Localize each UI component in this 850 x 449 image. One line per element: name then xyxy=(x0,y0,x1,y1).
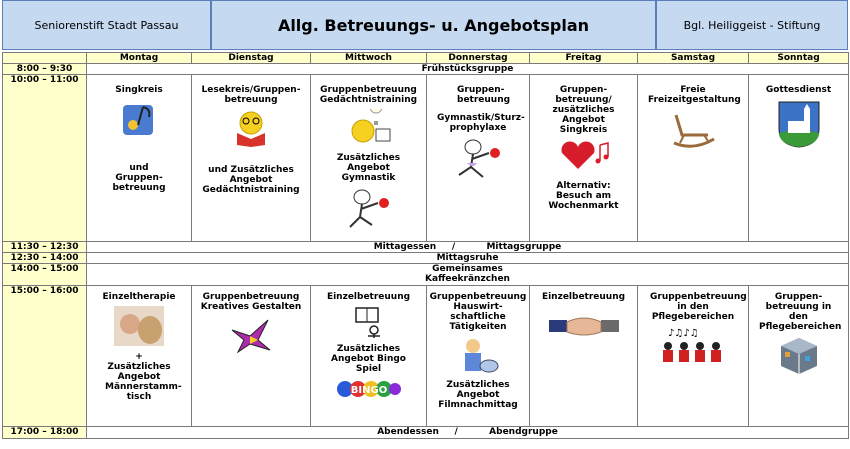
corner-cell xyxy=(2,52,87,64)
time-slot: 11:30 – 12:30 xyxy=(2,241,87,253)
activity-label: Einzeltherapie xyxy=(102,292,176,302)
morning-tuesday: Lesekreis/Gruppen-betreuung und Zusätzli… xyxy=(191,74,311,242)
activity-label: Einzelbetreuung xyxy=(541,292,626,302)
time-slot: 14:00 – 15:00 xyxy=(2,263,87,286)
coffee-group: Gemeinsames Kaffeekränzchen xyxy=(86,263,849,286)
afternoon-tuesday: Gruppenbetreuung Kreatives Gestalten xyxy=(191,285,311,427)
dinner-group: Abendessen / Abendgruppe xyxy=(86,426,849,439)
rocking-chair-icon xyxy=(673,114,715,148)
time-slot: 15:00 – 16:00 xyxy=(2,285,87,427)
handshake-icon xyxy=(548,317,619,336)
activity-label: Gruppen-betreuung xyxy=(457,85,511,105)
row-breakfast: 8:00 – 9:30 Frühstücksgruppe xyxy=(2,63,849,75)
day-thursday: Donnerstag xyxy=(426,52,530,64)
singing-group-icon: ♪♫♪♫ xyxy=(663,328,721,362)
day-tuesday: Dienstag xyxy=(191,52,311,64)
activity-label: Zusätzliches Angebot Gymnastik xyxy=(336,153,401,183)
activity-label: Lesekreis/Gruppen-betreuung xyxy=(201,85,301,105)
day-monday: Montag xyxy=(86,52,192,64)
row-lunch: 11:30 – 12:30 Mittagessen / Mittagsgrupp… xyxy=(2,241,849,253)
gymnastics-figure-icon xyxy=(458,139,500,178)
activity-label: und Gruppen-betreuung xyxy=(112,163,166,193)
heart-music-icon xyxy=(560,141,609,169)
row-coffee: 14:00 – 15:00 Gemeinsames Kaffeekränzche… xyxy=(2,263,849,286)
bingo-word: BINGO xyxy=(350,385,386,396)
activity-label: Zusätzliches Angebot Bingo Spiel xyxy=(331,344,406,374)
header-institution: Seniorenstift Stadt Passau xyxy=(2,0,211,50)
time-slot: 8:00 – 9:30 xyxy=(2,63,87,75)
time-slot: 12:30 – 14:00 xyxy=(2,252,87,264)
person-dog-photo-icon xyxy=(114,306,164,346)
afternoon-monday: Einzeltherapie + Zusätzliches Angebot Mä… xyxy=(86,285,192,427)
activity-label: + Zusätzliches Angebot Männerstamm-tisch xyxy=(105,352,182,402)
housework-icon xyxy=(465,339,499,373)
reading-smiley-icon xyxy=(237,111,265,147)
activity-label: Einzelbetreuung xyxy=(326,292,411,302)
activity-label: Gottesdienst xyxy=(765,85,832,95)
afternoon-wednesday: Einzelbetreuung Zusätzliches Angebot Bin… xyxy=(310,285,427,427)
header-foundation: Bgl. Heiliggeist - Stiftung xyxy=(656,0,848,50)
book-person-icon xyxy=(354,307,380,338)
activity-label: Gruppen-betreuung in den Pflegebereichen xyxy=(759,292,842,332)
coffee-line-2: Kaffeekränzchen xyxy=(425,274,510,284)
afternoon-friday: Einzelbetreuung xyxy=(529,285,638,427)
page-title: Allg. Betreuungs- u. Angebotsplan xyxy=(211,0,656,50)
thinking-smiley-icon xyxy=(351,109,390,143)
morning-saturday: Freie Freizeitgestaltung xyxy=(637,74,749,242)
activity-label: Gruppenbetreuung in den Pflegebereichen xyxy=(650,292,747,322)
morning-wednesday: Gruppenbetreuung Gedächtnistraining Zusä… xyxy=(310,74,427,242)
activity-label: Alternativ: Besuch am Wochenmarkt xyxy=(548,181,619,211)
photo-cube-icon xyxy=(780,338,817,374)
afternoon-sunday: Gruppen-betreuung in den Pflegebereichen xyxy=(748,285,849,427)
activity-label: Gruppenbetreuung Hauswirt-schaftliche Tä… xyxy=(429,292,527,332)
activity-label: Singkreis xyxy=(115,85,163,95)
origami-crane-icon xyxy=(231,319,271,354)
activity-label: Gymnastik/Sturz-prophylaxe xyxy=(437,113,525,133)
day-friday: Freitag xyxy=(529,52,638,64)
breakfast-group: Frühstücksgruppe xyxy=(86,63,849,75)
svg-text:♪♫♪♫: ♪♫♪♫ xyxy=(668,328,699,339)
morning-friday: Gruppen-betreuung/ zusätzliches Angebot … xyxy=(529,74,638,242)
day-header-row: Montag Dienstag Mittwoch Donnerstag Frei… xyxy=(2,52,849,64)
afternoon-saturday: Gruppenbetreuung in den Pflegebereichen … xyxy=(637,285,749,427)
day-sunday: Sonntag xyxy=(748,52,849,64)
afternoon-thursday: Gruppenbetreuung Hauswirt-schaftliche Tä… xyxy=(426,285,530,427)
activity-label: Gruppen-betreuung/ zusätzliches Angebot … xyxy=(552,85,615,135)
activity-label: Freie Freizeitgestaltung xyxy=(648,85,741,105)
day-saturday: Samstag xyxy=(637,52,749,64)
midday-rest: Mittagsruhe xyxy=(86,252,849,264)
lunch-group: Mittagessen / Mittagsgruppe xyxy=(86,241,849,253)
music-note-icon xyxy=(123,105,153,135)
activity-label: und Zusätzliches Angebot Gedächtnistrain… xyxy=(202,165,300,195)
activity-label: Zusätzliches Angebot Filmnachmittag xyxy=(438,380,518,410)
gymnastics-figure-icon xyxy=(348,189,389,228)
morning-thursday: Gruppen-betreuung Gymnastik/Sturz-prophy… xyxy=(426,74,530,242)
coffee-line-1: Gemeinsames xyxy=(432,264,503,274)
time-slot: 17:00 – 18:00 xyxy=(2,426,87,439)
time-slot: 10:00 – 11:00 xyxy=(2,74,87,242)
activity-label: Gruppenbetreuung Gedächtnistraining xyxy=(319,85,418,105)
church-crest-icon xyxy=(778,101,819,148)
activity-label: Gruppenbetreuung Kreatives Gestalten xyxy=(200,292,302,312)
bingo-balls-icon: BINGO xyxy=(336,381,401,397)
morning-sunday: Gottesdienst xyxy=(748,74,849,242)
schedule-table: Montag Dienstag Mittwoch Donnerstag Frei… xyxy=(2,52,849,439)
row-afternoon: 15:00 – 16:00 Einzeltherapie + Zusätzlic… xyxy=(2,285,849,427)
morning-monday: Singkreis und Gruppen-betreuung xyxy=(86,74,192,242)
day-wednesday: Mittwoch xyxy=(310,52,427,64)
row-dinner: 17:00 – 18:00 Abendessen / Abendgruppe xyxy=(2,426,849,439)
row-rest: 12:30 – 14:00 Mittagsruhe xyxy=(2,252,849,264)
row-morning: 10:00 – 11:00 Singkreis und Gruppen-betr… xyxy=(2,74,849,242)
